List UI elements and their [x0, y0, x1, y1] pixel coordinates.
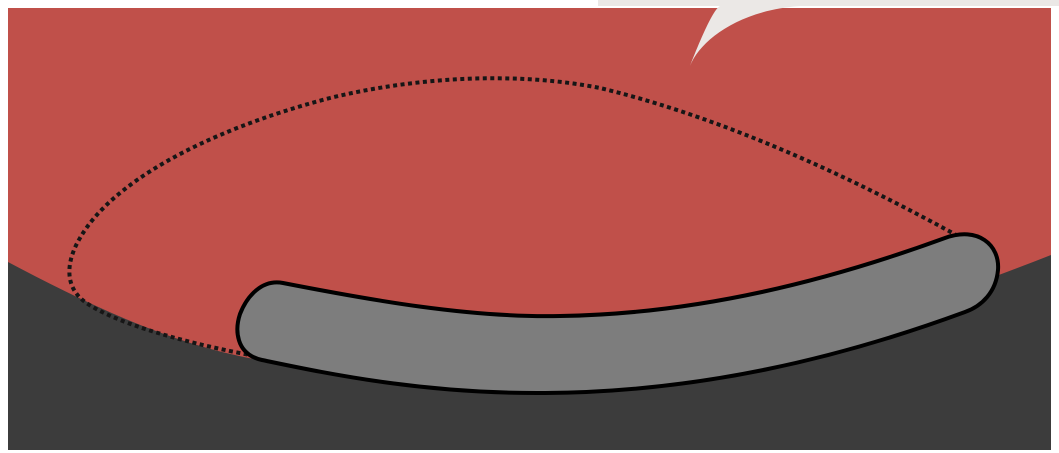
light-panel: [598, 0, 1059, 66]
dark-region: [8, 255, 1051, 450]
gray-band: [235, 232, 1001, 396]
